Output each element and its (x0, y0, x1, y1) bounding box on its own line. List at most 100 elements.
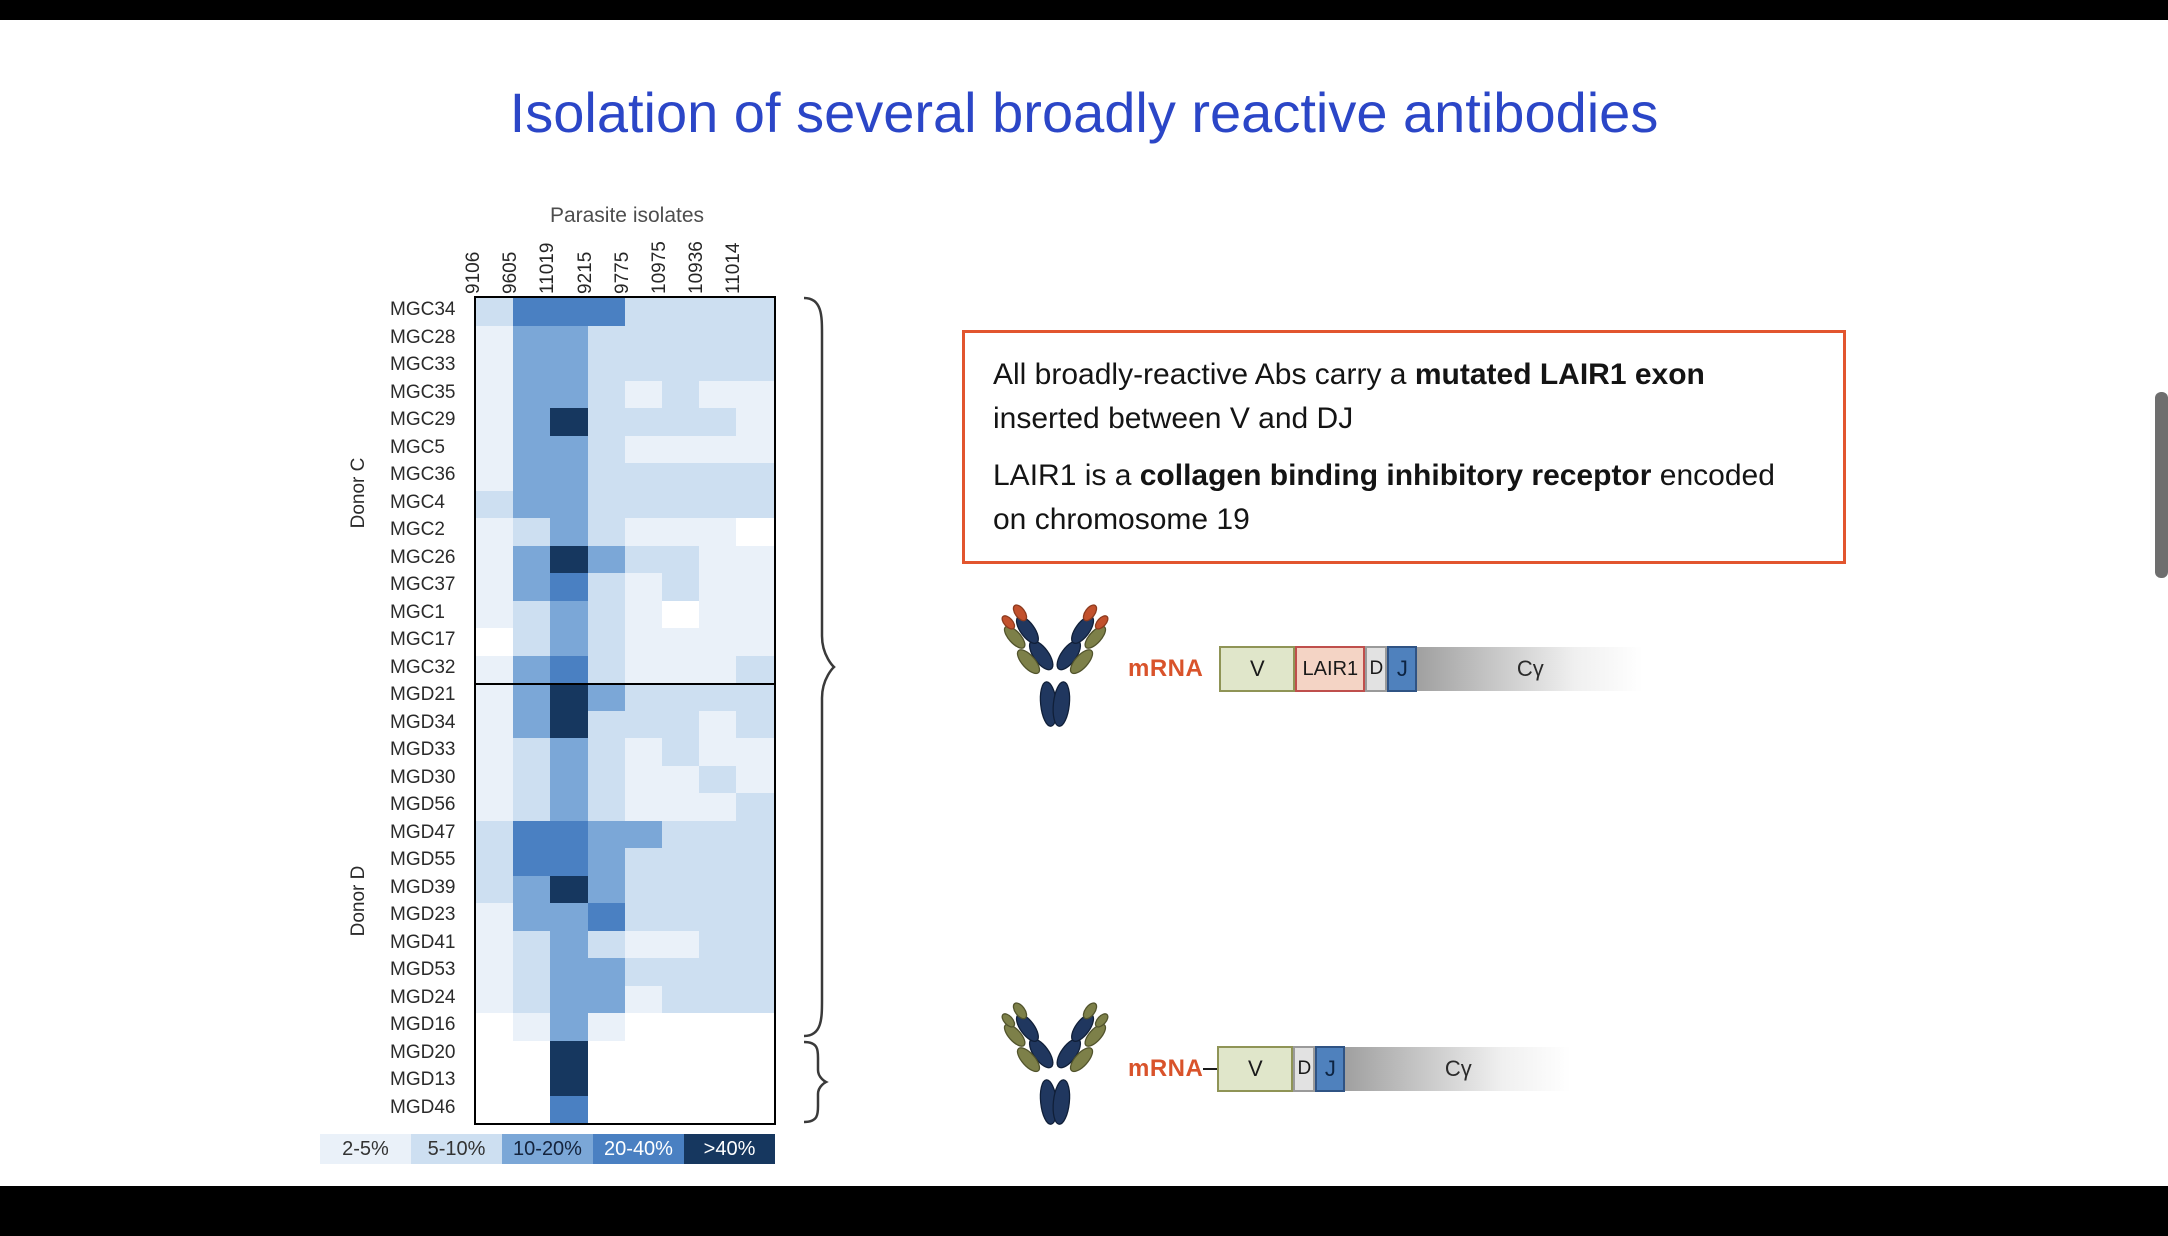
heatmap-cell (736, 463, 774, 491)
heatmap-cell (513, 1013, 551, 1041)
heatmap-cell (624, 903, 662, 931)
heatmap-cell (587, 490, 625, 518)
heatmap-row-label: MGC37 (390, 574, 456, 595)
heatmap-cell (624, 930, 662, 958)
heatmap-cell (699, 683, 737, 711)
heatmap-cell (476, 655, 514, 683)
heatmap-cell (624, 463, 662, 491)
heatmap-cell (661, 655, 700, 683)
heatmap-cell (699, 408, 737, 436)
heatmap-row-label: MGD23 (390, 904, 456, 925)
heatmap-row-label: MGC29 (390, 409, 456, 430)
gene-segment-v: V (1219, 646, 1296, 692)
heatmap-row-label: MGC26 (390, 546, 456, 568)
heatmap-cell (736, 490, 774, 518)
heatmap-cell (513, 490, 551, 518)
heatmap-cell (550, 408, 588, 436)
donor-d-label: Donor D (348, 865, 369, 937)
heatmap-cell (661, 738, 700, 766)
heatmap-cell (476, 435, 514, 463)
heatmap-cell (736, 545, 774, 573)
heatmap-cell (661, 793, 700, 821)
heatmap-row-label: MGD53 (390, 959, 456, 980)
heatmap-cell (736, 1095, 774, 1123)
heatmap-cell (624, 848, 662, 876)
heatmap-cell (736, 518, 774, 546)
heatmap-cell (513, 518, 551, 546)
heatmap-cell (587, 958, 625, 986)
heatmap-cell (476, 710, 514, 738)
heatmap-cell (624, 490, 662, 518)
heatmap-row-label: MGC32 (390, 656, 456, 678)
heatmap-cell (587, 875, 625, 903)
heatmap-cell (699, 380, 737, 408)
heatmap-cell (550, 545, 588, 573)
heatmap-cell (661, 408, 700, 436)
heatmap-cell (513, 573, 551, 601)
note-text: inserted between V and DJ (993, 401, 1354, 435)
heatmap-cell (736, 600, 774, 628)
heatmap-cell (476, 545, 514, 573)
heatmap-cell (624, 298, 662, 326)
heatmap-cell (587, 903, 625, 931)
heatmap-cell (699, 518, 737, 546)
heatmap-cell (736, 793, 774, 821)
heatmap-cell (587, 628, 625, 656)
note-bold-text: collagen binding inhibitory receptor (1139, 459, 1652, 492)
heatmap-cell (587, 655, 625, 683)
heatmap-cell (624, 683, 662, 711)
heatmap-cell (476, 958, 514, 986)
heatmap-cell (699, 820, 737, 848)
heatmap-cell (624, 435, 662, 463)
heatmap-cell (699, 875, 737, 903)
heatmap-cell (476, 1040, 514, 1068)
heatmap-cell (587, 1095, 625, 1123)
heatmap-cell (550, 765, 588, 793)
heatmap-cell (736, 683, 774, 711)
heatmap-cell (476, 463, 514, 491)
note-paragraph-1: All broadly-reactive Abs carry a mutated… (993, 353, 1815, 440)
heatmap-cell (476, 573, 514, 601)
heatmap-cell (736, 820, 774, 848)
heatmap-cell (736, 903, 774, 931)
gene-segment-j: J (1387, 646, 1418, 692)
heatmap-cell (513, 298, 551, 326)
heatmap-row-label: MGC33 (390, 354, 456, 375)
heatmap-cell (550, 298, 588, 326)
page-title: Isolation of several broadly reactive an… (509, 81, 1659, 144)
heatmap-row-label: MGC4 (390, 491, 445, 513)
note-bold-text: mutated LAIR1 exon (1414, 358, 1705, 391)
heatmap-cell (624, 353, 662, 381)
heatmap-cell (661, 820, 700, 848)
heatmap-row-label: MGD46 (390, 1096, 456, 1118)
heatmap-cell (699, 655, 737, 683)
heatmap-cell (550, 848, 588, 876)
heatmap-cell (513, 903, 551, 931)
heatmap-legend: 2-5%5-10%10-20%20-40%>40% (320, 1134, 775, 1164)
heatmap-cell (661, 353, 700, 381)
heatmap-cell (736, 353, 774, 381)
scrollbar-thumb[interactable] (2155, 392, 2168, 578)
lair1-negative-group-brace (803, 1040, 829, 1124)
heatmap-cell (699, 353, 737, 381)
heatmap-cell (736, 985, 774, 1013)
heatmap-cell (587, 353, 625, 381)
heatmap-cell (661, 765, 700, 793)
heatmap-cell (624, 710, 662, 738)
heatmap-legend-item: >40% (684, 1134, 775, 1164)
heatmap-cell (736, 655, 774, 683)
heatmap-cell (699, 573, 737, 601)
heatmap-cell (624, 325, 662, 353)
heatmap-cell (736, 710, 774, 738)
heatmap-cell (736, 958, 774, 986)
heatmap-cell (513, 655, 551, 683)
heatmap-cell (476, 628, 514, 656)
heatmap-cell (736, 1068, 774, 1096)
heatmap-cell (736, 380, 774, 408)
heatmap-cell (587, 820, 625, 848)
heatmap-cell (550, 985, 588, 1013)
heatmap-axis-title: Parasite isolates (549, 204, 705, 227)
heatmap-cell (513, 353, 551, 381)
heatmap-cell (699, 1095, 737, 1123)
